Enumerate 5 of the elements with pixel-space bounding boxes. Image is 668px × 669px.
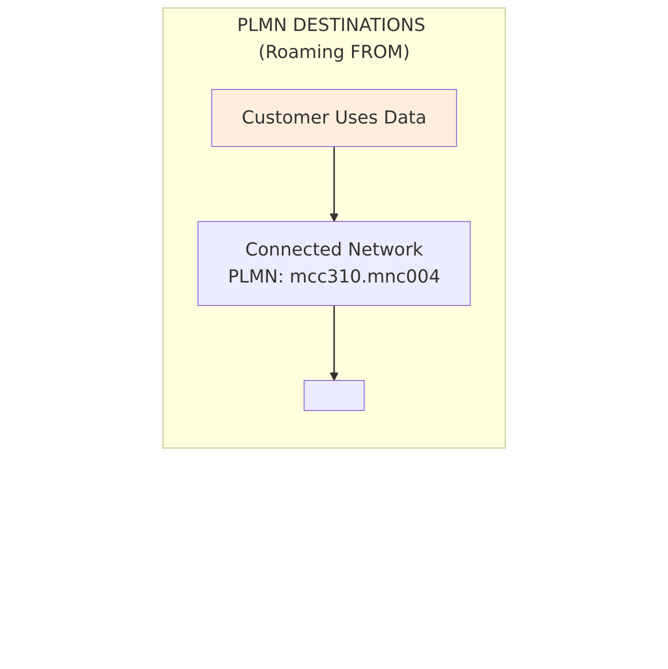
node-box: Connected Network PLMN: mcc310.mnc004	[197, 221, 471, 306]
node-box	[304, 380, 364, 411]
arrow	[330, 146, 338, 222]
arrow	[330, 306, 338, 381]
node-box: Customer Uses Data	[211, 89, 457, 147]
